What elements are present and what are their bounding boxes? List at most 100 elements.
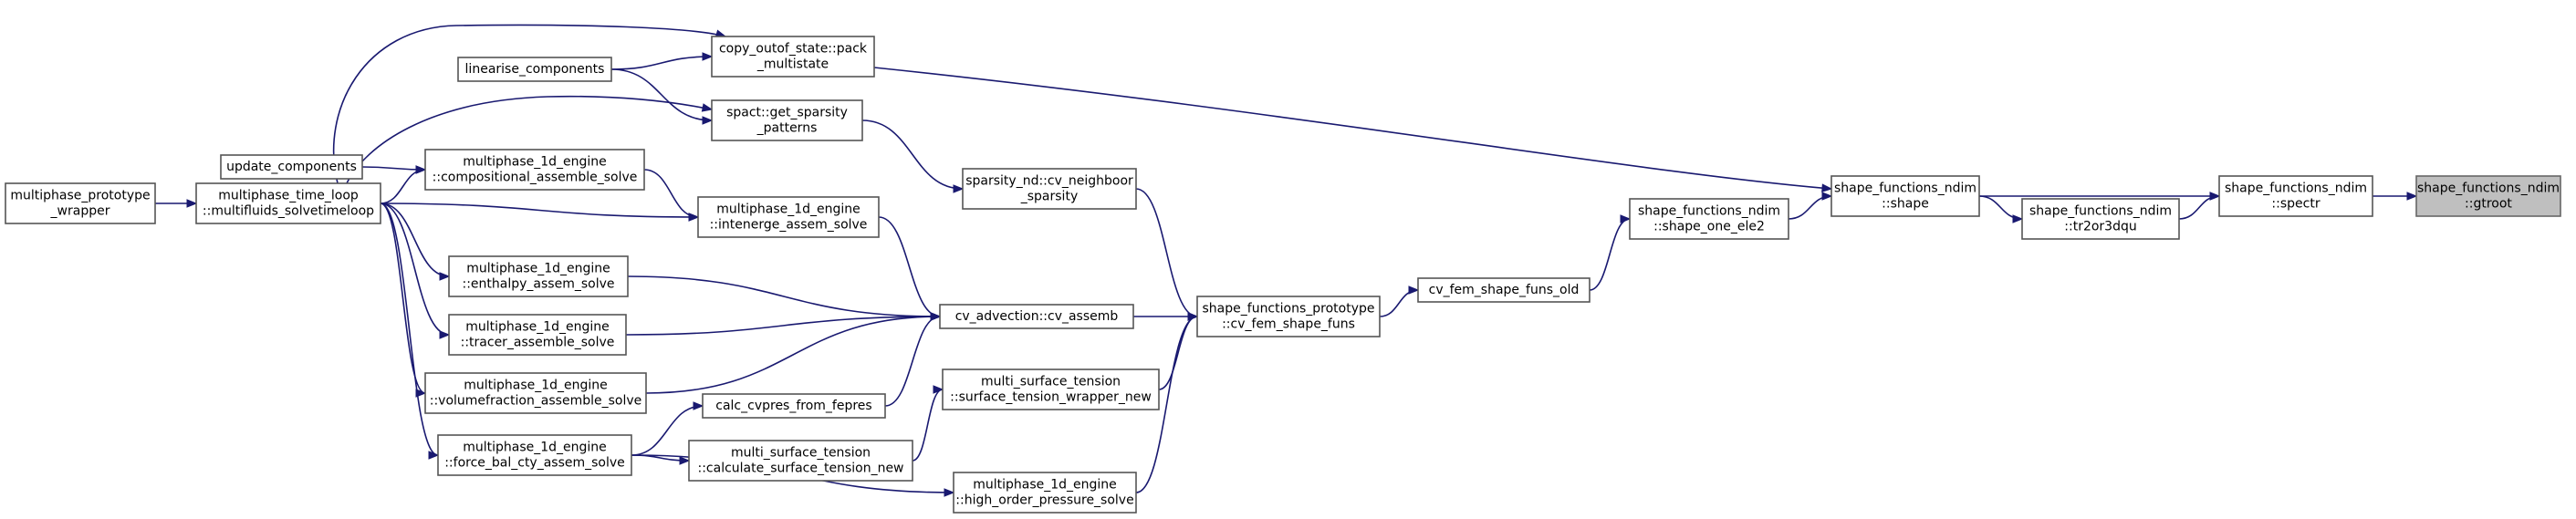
node-tracer-assemble-solve[interactable]: multiphase_1d_engine::tracer_assemble_so…	[448, 314, 627, 356]
node-volumefraction-assemble-solve[interactable]: multiphase_1d_engine::volumefraction_ass…	[424, 372, 647, 414]
edge-arrowhead	[702, 52, 714, 61]
node-box	[953, 472, 1137, 514]
node-label: multi_surface_tension	[981, 375, 1121, 389]
node-label: _multistate	[756, 57, 829, 72]
edge-arrowhead	[428, 451, 440, 460]
node-label: shape_functions_ndim	[1638, 204, 1780, 219]
edge-arrowhead	[1408, 285, 1420, 295]
node-intenerge-assem-solve[interactable]: multiphase_1d_engine::intenerge_assem_so…	[697, 196, 880, 238]
edge-update-components-to-compositional-assemble-solve	[361, 165, 427, 174]
node-box	[711, 36, 875, 78]
node-high-order-pressure-solve[interactable]: multiphase_1d_engine::high_order_pressur…	[953, 472, 1137, 514]
edge-line	[878, 216, 941, 317]
edge-pack-multistate-to-shape	[873, 67, 1833, 192]
node-label: ::shape	[1882, 197, 1929, 212]
edge-shape-to-tr2or3dqu	[1978, 195, 2024, 223]
node-cv-assemb[interactable]: cv_advection::cv_assemb	[939, 304, 1134, 329]
node-label: sparsity_nd::cv_neighboor	[965, 174, 1133, 189]
node-label: multiphase_1d_engine	[464, 379, 608, 393]
node-cv-neighboor-sparsity[interactable]: sparsity_nd::cv_neighboor_sparsity	[962, 168, 1137, 210]
node-linearise-components[interactable]: linearise_components	[457, 57, 612, 82]
edge-line	[1135, 188, 1198, 317]
node-label: shape_functions_prototype	[1203, 302, 1375, 317]
node-gtroot[interactable]: shape_functions_ndim::gtroot	[2415, 175, 2561, 217]
edge-force-bal-cty-assem-solve-to-calc-cvpres-from-fepres	[631, 401, 704, 456]
node-label: shape_functions_ndim	[1834, 182, 1976, 196]
node-box	[2415, 175, 2561, 217]
edge-arrowhead	[701, 103, 714, 112]
edge-calc-cvpres-from-fepres-to-cv-assemb	[884, 312, 942, 407]
node-box	[702, 393, 886, 419]
edge-arrowhead	[1187, 312, 1199, 321]
node-label: ::spectr	[2271, 197, 2320, 212]
node-cv-fem-shape-funs[interactable]: shape_functions_prototype::cv_fem_shape_…	[1196, 296, 1381, 337]
edge-arrowhead	[930, 312, 942, 321]
node-surface-tension-wrapper-new[interactable]: multi_surface_tension::surface_tension_w…	[942, 368, 1160, 410]
node-label: multiphase_time_loop	[218, 189, 359, 203]
node-label: linearise_components	[465, 62, 605, 77]
edge-arrowhead	[439, 272, 451, 281]
node-label: shape_functions_ndim	[2417, 182, 2560, 196]
node-multiphase-prototype-wrapper[interactable]: multiphase_prototype_wrapper	[5, 182, 156, 224]
node-box	[2021, 198, 2180, 240]
node-label: ::tr2or3dqu	[2064, 220, 2136, 234]
edge-line	[645, 316, 941, 394]
node-box	[195, 182, 381, 224]
node-multifluids-solvetimeloop[interactable]: multiphase_time_loop::multifluids_solvet…	[195, 182, 381, 224]
node-label: multiphase_1d_engine	[466, 262, 610, 276]
edge-line	[380, 202, 699, 218]
node-shape[interactable]: shape_functions_ndim::shape	[1830, 175, 1980, 217]
edge-high-order-pressure-solve-to-cv-fem-shape-funs	[1135, 312, 1199, 493]
node-label: cv_fem_shape_funs_old	[1429, 283, 1580, 297]
edge-cv-fem-shape-funs-to-cv-fem-shape-funs-old	[1379, 285, 1420, 317]
edge-arrowhead	[1821, 183, 1833, 192]
node-tr2or3dqu[interactable]: shape_functions_ndim::tr2or3dqu	[2021, 198, 2180, 240]
edge-arrowhead	[679, 456, 691, 465]
edge-line	[380, 202, 426, 394]
edge-line	[610, 56, 713, 70]
edge-arrowhead	[2012, 214, 2024, 223]
edge-shape-one-ele2-to-shape	[1788, 192, 1833, 220]
edge-multiphase-prototype-wrapper-to-multifluids-solvetimeloop	[154, 199, 198, 208]
node-label: shape_functions_ndim	[2225, 182, 2367, 196]
node-label: spact::get_sparsity	[726, 106, 848, 120]
node-box	[5, 182, 156, 224]
edge-multifluids-solvetimeloop-to-force-bal-cty-assem-solve	[380, 202, 440, 460]
edge-multifluids-solvetimeloop-to-tracer-assemble-solve	[380, 202, 451, 339]
node-get-sparsity-patterns[interactable]: spact::get_sparsity_patterns	[711, 99, 863, 141]
node-box	[1830, 175, 1980, 217]
node-label: ::high_order_pressure_solve	[955, 493, 1133, 508]
node-label: copy_outof_state::pack	[719, 42, 868, 57]
edge-arrowhead	[186, 199, 198, 208]
edge-arrowhead	[944, 488, 955, 497]
node-label: ::compositional_assemble_solve	[433, 171, 638, 185]
edge-line	[346, 95, 713, 184]
node-label: multiphase_1d_engine	[463, 155, 607, 170]
node-spectr[interactable]: shape_functions_ndim::spectr	[2218, 175, 2373, 217]
node-box	[711, 99, 863, 141]
node-pack-multistate[interactable]: copy_outof_state::pack_multistate	[711, 36, 875, 78]
edge-line	[380, 202, 439, 456]
node-enthalpy-assem-solve[interactable]: multiphase_1d_engine::enthalpy_assem_sol…	[448, 255, 629, 297]
node-compositional-assemble-solve[interactable]: multiphase_1d_engine::compositional_asse…	[424, 149, 645, 191]
node-force-bal-cty-assem-solve[interactable]: multiphase_1d_engine::force_bal_cty_asse…	[437, 434, 632, 476]
edge-arrowhead	[702, 116, 714, 125]
edge-arrowhead	[439, 330, 451, 339]
node-box	[1417, 277, 1590, 303]
edge-arrowhead	[953, 184, 965, 193]
node-calculate-surface-tension-new[interactable]: multi_surface_tension::calculate_surface…	[688, 440, 913, 482]
node-label: ::enthalpy_assem_solve	[463, 277, 615, 292]
node-box	[939, 304, 1134, 329]
node-update-components[interactable]: update_components	[220, 154, 363, 180]
edge-multifluids-solvetimeloop-to-volumefraction-assemble-solve	[380, 202, 427, 398]
node-box	[424, 149, 645, 191]
node-calc-cvpres-from-fepres[interactable]: calc_cvpres_from_fepres	[702, 393, 886, 419]
edge-arrowhead	[693, 401, 704, 410]
node-shape-one-ele2[interactable]: shape_functions_ndim::shape_one_ele2	[1629, 198, 1789, 240]
edge-arrowhead	[2209, 192, 2221, 201]
edge-arrowhead	[415, 389, 427, 398]
node-cv-fem-shape-funs-old[interactable]: cv_fem_shape_funs_old	[1417, 277, 1590, 303]
node-label: ::shape_one_ele2	[1653, 220, 1765, 234]
